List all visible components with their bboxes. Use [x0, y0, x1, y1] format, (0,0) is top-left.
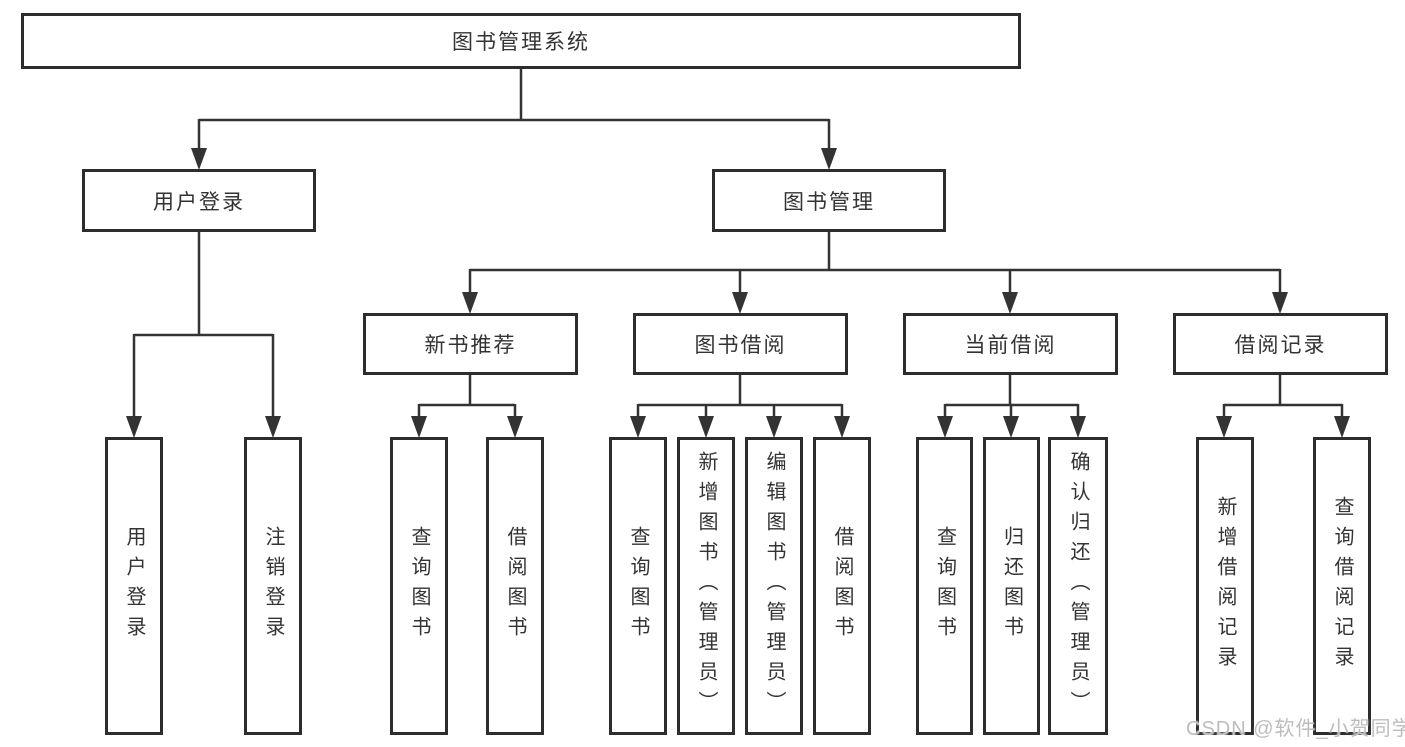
arrowhead-icon	[698, 416, 714, 438]
arrowhead-icon	[265, 416, 281, 438]
csdn-watermark: CSDN @软件_小贺同学	[1186, 718, 1405, 740]
arrowhead-icon	[507, 416, 523, 438]
node-current-borrow: 当前借阅	[903, 313, 1118, 375]
leaf-borrow-borrow-books: 借阅图书	[813, 437, 871, 735]
leaf-borrow-borrow-books-label: 借阅图书	[831, 526, 853, 646]
leaf-borrow-add-books-admin-label: 新增图书（管理员）	[695, 451, 717, 721]
leaf-current-confirm-return-admin: 确认归还（管理员）	[1048, 437, 1108, 735]
leaf-records-query-borrow-record-label: 查询借阅记录	[1331, 496, 1353, 676]
leaf-records-add-borrow-record: 新增借阅记录	[1196, 437, 1254, 735]
leaf-user-login: 用户登录	[105, 437, 163, 735]
leaf-user-login-label: 用户登录	[123, 526, 145, 646]
arrowhead-icon	[937, 416, 953, 438]
arrowhead-icon	[834, 416, 850, 438]
leaf-logout-label: 注销登录	[262, 526, 284, 646]
leaf-recommend-borrow-books: 借阅图书	[486, 437, 544, 735]
node-book-management-label: 图书管理	[783, 190, 875, 214]
leaf-recommend-borrow-books-label: 借阅图书	[504, 526, 526, 646]
leaf-records-add-borrow-record-label: 新增借阅记录	[1214, 496, 1236, 676]
arrowhead-icon	[1216, 416, 1232, 438]
arrowhead-icon	[126, 416, 142, 438]
arrowhead-icon	[1070, 416, 1086, 438]
leaf-current-query-books: 查询图书	[916, 437, 973, 735]
arrowhead-icon	[1002, 292, 1018, 314]
node-user-login-label: 用户登录	[153, 190, 245, 214]
leaf-borrow-edit-books-admin: 编辑图书（管理员）	[745, 437, 803, 735]
leaf-records-query-borrow-record: 查询借阅记录	[1313, 437, 1371, 735]
node-new-book-recommend-label: 新书推荐	[424, 334, 517, 357]
leaf-current-confirm-return-admin-label: 确认归还（管理员）	[1067, 451, 1089, 721]
node-new-book-recommend: 新书推荐	[363, 313, 578, 375]
arrowhead-icon	[191, 148, 207, 170]
leaf-borrow-edit-books-admin-label: 编辑图书（管理员）	[763, 451, 785, 721]
arrowhead-icon	[732, 292, 748, 314]
node-user-login: 用户登录	[82, 169, 316, 232]
leaf-borrow-add-books-admin: 新增图书（管理员）	[677, 437, 735, 735]
node-book-management: 图书管理	[712, 169, 946, 232]
leaf-recommend-query-books-label: 查询图书	[408, 526, 430, 646]
node-borrow-records: 借阅记录	[1173, 313, 1388, 375]
arrowhead-icon	[821, 148, 837, 170]
node-root-label: 图书管理系统	[452, 31, 590, 54]
node-borrow-records-label: 借阅记录	[1234, 334, 1327, 357]
leaf-logout: 注销登录	[244, 437, 302, 735]
node-book-borrow-label: 图书借阅	[694, 334, 787, 357]
arrowhead-icon	[462, 292, 478, 314]
arrowhead-icon	[766, 416, 782, 438]
leaf-current-return-books-label: 归还图书	[1000, 526, 1023, 646]
arrowhead-icon	[630, 416, 646, 438]
leaf-recommend-query-books: 查询图书	[390, 437, 448, 735]
leaf-current-return-books: 归还图书	[983, 437, 1040, 735]
leaf-borrow-query-books-label: 查询图书	[627, 526, 649, 646]
node-current-borrow-label: 当前借阅	[964, 334, 1057, 357]
arrowhead-icon	[1272, 292, 1288, 314]
arrowhead-icon	[1003, 416, 1019, 438]
arrowhead-icon	[411, 416, 427, 438]
leaf-borrow-query-books: 查询图书	[609, 437, 667, 735]
node-root: 图书管理系统	[21, 13, 1021, 69]
node-book-borrow: 图书借阅	[633, 313, 848, 375]
leaf-current-query-books-label: 查询图书	[933, 526, 956, 646]
arrowhead-icon	[1334, 416, 1350, 438]
